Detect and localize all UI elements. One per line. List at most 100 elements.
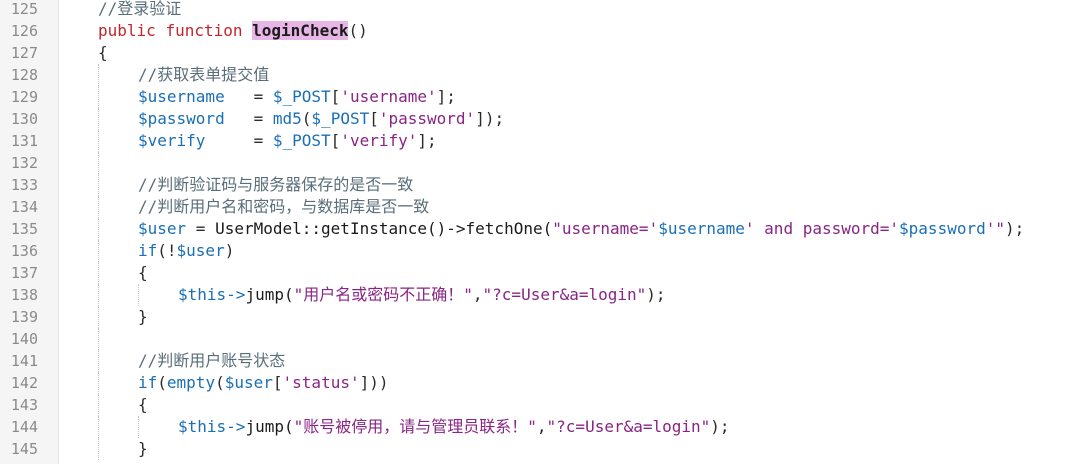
code-line[interactable]: 128 //获取表单提交值 — [0, 64, 1072, 86]
line-number: 128 — [10, 66, 38, 84]
indent-guide — [138, 284, 139, 306]
code-text: $this->jump("用户名或密码不正确！","?c=User&a=logi… — [178, 284, 666, 306]
code-token: //登录验证 — [98, 0, 182, 18]
code-line[interactable]: 145} — [0, 438, 1072, 460]
code-token: ); — [1005, 219, 1025, 238]
code-token: $_POST — [272, 87, 331, 106]
code-line[interactable]: 127{ — [0, 42, 1072, 64]
indent-guide — [98, 372, 99, 394]
code-token: 'verify' — [340, 131, 418, 150]
line-number: 129 — [10, 88, 38, 106]
code-text: //判断验证码与服务器保存的是否一致 — [138, 174, 413, 196]
line-number: 131 — [10, 132, 38, 150]
code-line[interactable]: 134//判断用户名和密码，与数据库是否一致 — [0, 196, 1072, 218]
code-text: $this->jump("账号被停用，请与管理员联系！","?c=User&a=… — [178, 416, 730, 438]
code-line[interactable]: 140 — [0, 328, 1072, 350]
code-token: 'username' — [340, 87, 437, 106]
code-line[interactable]: 130 $password = md5($_POST['password']); — [0, 108, 1072, 130]
code-text: public function loginCheck() — [98, 20, 368, 42]
code-text: } — [138, 438, 148, 460]
line-number: 137 — [10, 264, 38, 282]
code-line[interactable]: 141 //判断用户账号状态 — [0, 350, 1072, 372]
code-line[interactable]: 137 { — [0, 262, 1072, 284]
indent-guide — [98, 218, 99, 240]
code-token: ]; — [436, 87, 456, 106]
indent-guide — [98, 196, 99, 218]
code-text: $password = md5($_POST['password']); — [138, 108, 504, 130]
code-token: "账号被停用，请与管理员联系！" — [293, 417, 537, 436]
indent-guide — [98, 416, 99, 438]
code-text: if(!$user) — [138, 240, 234, 262]
code-line[interactable]: 132 — [0, 152, 1072, 174]
code-token: $_POST — [311, 109, 370, 128]
code-line[interactable]: 125 //登录验证 — [0, 0, 1072, 20]
code-token — [156, 21, 166, 40]
indent-guide — [98, 108, 99, 130]
code-token: () — [348, 21, 368, 40]
code-line[interactable]: 143 { — [0, 394, 1072, 416]
code-text: { — [138, 262, 148, 284]
line-number: 140 — [10, 330, 38, 348]
code-text: $user = UserModel::getInstance()->fetchO… — [138, 218, 1024, 240]
code-token: $this — [178, 285, 227, 304]
line-number: 125 — [10, 0, 38, 18]
code-token: 'status' — [282, 373, 360, 392]
code-token: $verify — [138, 131, 206, 150]
code-token: = — [224, 109, 273, 128]
code-token: ); — [710, 417, 730, 436]
code-token: //判断用户名和密码，与数据库是否一致 — [138, 197, 430, 216]
code-line[interactable]: 138$this->jump("用户名或密码不正确！","?c=User&a=l… — [0, 284, 1072, 306]
code-token: [ — [330, 87, 341, 106]
indent-guide — [98, 262, 99, 284]
indent-guide — [98, 306, 99, 328]
indent-guide — [98, 394, 99, 416]
code-token: "username=' — [552, 219, 659, 238]
code-token: 'password' — [378, 109, 476, 128]
code-token: , — [472, 285, 483, 304]
code-token: ' and password=' — [744, 219, 900, 238]
code-token: } — [138, 307, 148, 326]
code-token: $password — [138, 109, 225, 128]
indent-guide — [98, 152, 99, 174]
code-token: $user — [138, 219, 187, 238]
code-token: ( — [301, 109, 312, 128]
code-token: //判断用户账号状态 — [138, 351, 286, 370]
indent-guide — [98, 174, 99, 196]
code-token: = — [224, 87, 273, 106]
code-token: jump( — [245, 417, 294, 436]
code-line[interactable]: 135 $user = UserModel::getInstance()->fet… — [0, 218, 1072, 240]
code-token: -> — [226, 285, 246, 304]
code-text: { — [138, 394, 148, 416]
code-token: UserModel::getInstance()->fetchOne( — [215, 219, 553, 238]
code-line[interactable]: 144$this->jump("账号被停用，请与管理员联系！","?c=User… — [0, 416, 1072, 438]
code-token: public — [98, 21, 156, 40]
code-token: $username — [138, 87, 225, 106]
code-token: if — [138, 241, 158, 260]
code-token: $username — [658, 219, 745, 238]
line-number: 130 — [10, 110, 38, 128]
code-token: function — [165, 21, 243, 40]
code-token: empty — [166, 373, 216, 392]
code-token: //获取表单提交值 — [138, 65, 270, 84]
code-token: "用户名或密码不正确！" — [293, 285, 473, 304]
code-token: //判断验证码与服务器保存的是否一致 — [138, 175, 414, 194]
code-text: $verify = $_POST['verify']; — [138, 130, 437, 152]
line-number: 141 — [10, 352, 38, 370]
code-token: [ — [369, 109, 379, 128]
line-number: 135 — [10, 220, 38, 238]
code-line[interactable]: 139} — [0, 306, 1072, 328]
indent-guide — [98, 284, 99, 306]
code-text: } — [138, 306, 148, 328]
code-text: { — [98, 42, 108, 64]
code-token: -> — [226, 417, 246, 436]
code-line[interactable]: 133//判断验证码与服务器保存的是否一致 — [0, 174, 1072, 196]
code-line[interactable]: 129 $username = $_POST['username']; — [0, 86, 1072, 108]
indent-guide — [98, 438, 99, 460]
line-number: 143 — [10, 396, 38, 414]
code-line[interactable]: 131 $verify = $_POST['verify']; — [0, 130, 1072, 152]
